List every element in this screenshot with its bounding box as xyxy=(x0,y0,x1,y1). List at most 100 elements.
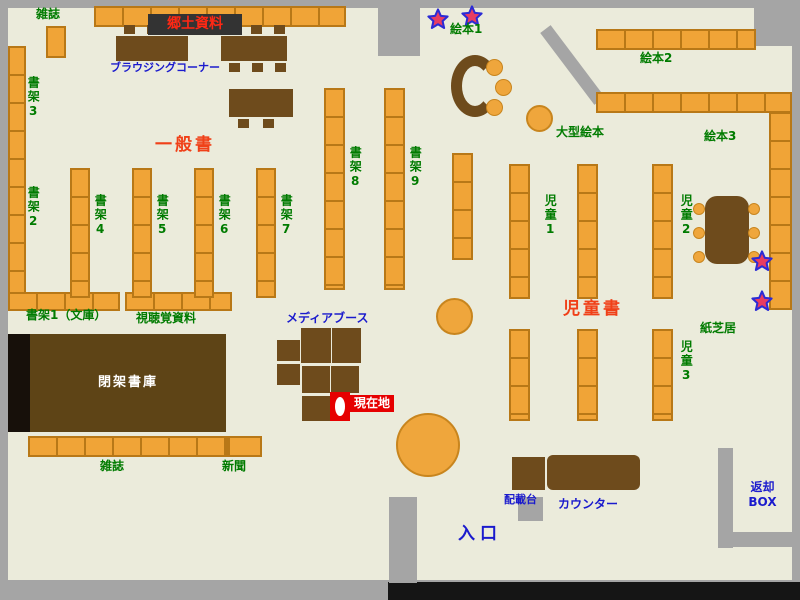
picture-books3-shelf xyxy=(596,92,792,113)
chair xyxy=(251,25,262,34)
label-large-picture-books: 大型絵本 xyxy=(556,125,605,139)
chair xyxy=(229,63,240,72)
label-shelf4: 書架4 xyxy=(93,194,108,238)
wall-left xyxy=(0,0,8,600)
returnbox-wall-horizontal xyxy=(733,532,792,547)
label-counter: カウンター xyxy=(558,497,619,511)
label-magazines-top: 雑誌 xyxy=(36,7,61,21)
magazines-top-shelf xyxy=(46,26,66,58)
general-shelf-7 xyxy=(256,168,276,298)
magazines-bottom-shelf xyxy=(28,436,228,457)
distribution-table xyxy=(512,457,545,490)
children-shelf-1b xyxy=(577,164,598,299)
picture-books2-shelf xyxy=(596,29,756,50)
media-booth-unit xyxy=(301,328,331,363)
entrance-wall-right xyxy=(518,497,543,521)
chair xyxy=(274,25,285,34)
label-picture-books3: 絵本3 xyxy=(704,129,737,143)
label-children3: 児童3 xyxy=(679,340,694,384)
newspaper-shelf xyxy=(228,436,262,457)
media-booth-unit xyxy=(302,366,330,393)
chair xyxy=(263,119,274,128)
large-picture-books-table xyxy=(526,105,553,132)
label-closed-stacks: 閉架書庫 xyxy=(97,375,158,390)
bunko-shelf xyxy=(8,292,120,311)
right-wall-shelf xyxy=(769,112,792,310)
label-shelf1-bunko: 書架1（文庫） xyxy=(26,308,107,322)
children-shelf-2c xyxy=(652,329,673,421)
label-children-books: 児童書 xyxy=(563,299,623,319)
children-shelf-2b xyxy=(577,329,598,421)
general-shelf-4 xyxy=(70,168,90,298)
round-table-center xyxy=(436,298,473,335)
browsing-table xyxy=(229,89,293,117)
label-audiovisual: 視聴覚資料 xyxy=(136,311,197,325)
children-shelf-2a xyxy=(509,329,530,421)
closed-stacks-block xyxy=(30,334,226,432)
label-picture-books1: 絵本1 xyxy=(450,22,483,36)
label-current-location: 現在地 xyxy=(350,395,395,413)
stool-circle xyxy=(693,203,705,215)
stool-circle xyxy=(486,99,503,116)
stool-circle xyxy=(495,79,512,96)
label-kamishibai: 紙芝居 xyxy=(700,321,737,335)
label-picture-books2: 絵本2 xyxy=(640,51,673,65)
chair xyxy=(275,63,286,72)
label-children2: 児童2 xyxy=(679,194,694,238)
label-return-box: 返却 BOX xyxy=(733,480,792,510)
browsing-table xyxy=(221,36,287,61)
returnbox-wall-vertical xyxy=(718,448,733,548)
stool-circle xyxy=(486,59,503,76)
label-shelf8: 書架8 xyxy=(348,146,363,190)
general-shelf-5 xyxy=(132,168,152,298)
children-shelf-1a xyxy=(509,164,530,299)
label-return-box-line1: 返却 xyxy=(750,480,775,494)
label-browsing-corner: ブラウジングコーナー xyxy=(110,61,220,74)
label-local-materials: 郷土資料 xyxy=(148,14,242,35)
star-marker-icon xyxy=(751,250,773,272)
media-booth-unit xyxy=(331,366,359,393)
stool-circle xyxy=(748,227,760,239)
children-shelf-1c xyxy=(652,164,673,299)
stool-circle xyxy=(748,203,760,215)
label-shelf3: 書架3 xyxy=(26,76,41,120)
label-entrance: 入口 xyxy=(458,524,502,544)
label-shelf2: 書架2 xyxy=(26,186,41,230)
star-marker-icon xyxy=(751,290,773,312)
top-right-corner-wall xyxy=(754,0,800,46)
wall-right xyxy=(792,0,800,600)
top-pillar-wall xyxy=(378,0,420,56)
media-booth-unit xyxy=(302,396,330,421)
closed-stacks-edge xyxy=(8,334,32,432)
shelf-8 xyxy=(324,88,345,290)
children-table xyxy=(705,196,749,264)
left-wall-shelf xyxy=(8,46,26,294)
chair xyxy=(238,119,249,128)
chair xyxy=(124,25,135,34)
stool-circle xyxy=(693,227,705,239)
label-magazines-bottom: 雑誌 xyxy=(100,459,125,473)
entrance-wall-left xyxy=(389,497,417,583)
media-booth-unit xyxy=(277,340,300,361)
counter-table xyxy=(547,455,640,490)
shelf-9 xyxy=(384,88,405,290)
browsing-table xyxy=(116,36,188,61)
reading-bench-crescent xyxy=(451,55,499,117)
star-marker-icon xyxy=(461,5,483,27)
current-location-pin-icon xyxy=(330,392,350,421)
label-shelf6: 書架6 xyxy=(217,194,232,238)
round-table-bottom xyxy=(396,413,460,477)
general-shelf-6 xyxy=(194,168,214,298)
label-return-box-line2: BOX xyxy=(748,495,777,509)
wall-bottom-dark-strip xyxy=(388,582,800,600)
center-shelf xyxy=(452,153,473,260)
chair xyxy=(252,63,263,72)
label-distribution-stand: 配載台 xyxy=(504,493,537,506)
label-shelf7: 書架7 xyxy=(279,194,294,238)
label-newspapers: 新聞 xyxy=(222,459,247,473)
label-general-books: 一般書 xyxy=(155,135,215,155)
stool-circle xyxy=(693,251,705,263)
media-booth-unit xyxy=(332,328,361,363)
media-booth-unit xyxy=(277,364,300,385)
